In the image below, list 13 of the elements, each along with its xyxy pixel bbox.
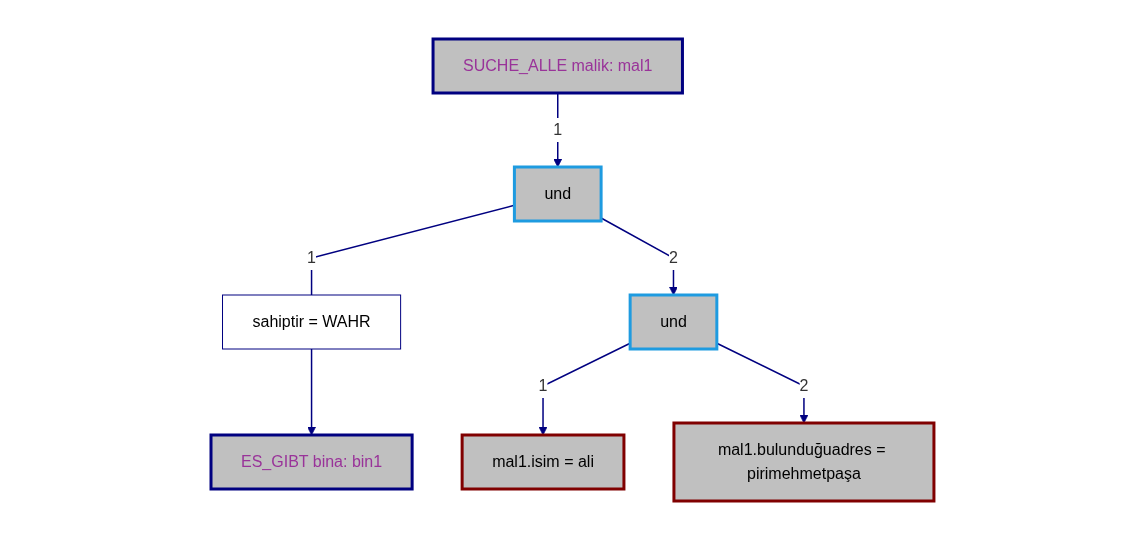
edge-label: 2 (799, 377, 808, 394)
edge-label: 1 (538, 377, 548, 394)
edge-label: 2 (668, 249, 678, 266)
edge-label: 1 (306, 249, 316, 266)
node-box: ES_GIBT bina: bin1 (209, 433, 414, 491)
node-box: mal1.isim = ali (460, 433, 625, 491)
node-box: mal1.bulunduğuadres = pirimehmetpaşa (671, 421, 935, 503)
node-box: sahiptir = WAHR (221, 294, 401, 350)
node-box: und (628, 293, 718, 351)
node-box: und (512, 165, 603, 223)
edge-label: 1 (552, 121, 562, 138)
arrow (306, 348, 316, 436)
node-box: SUCHE_ALLE malik: mal1 (431, 37, 684, 95)
